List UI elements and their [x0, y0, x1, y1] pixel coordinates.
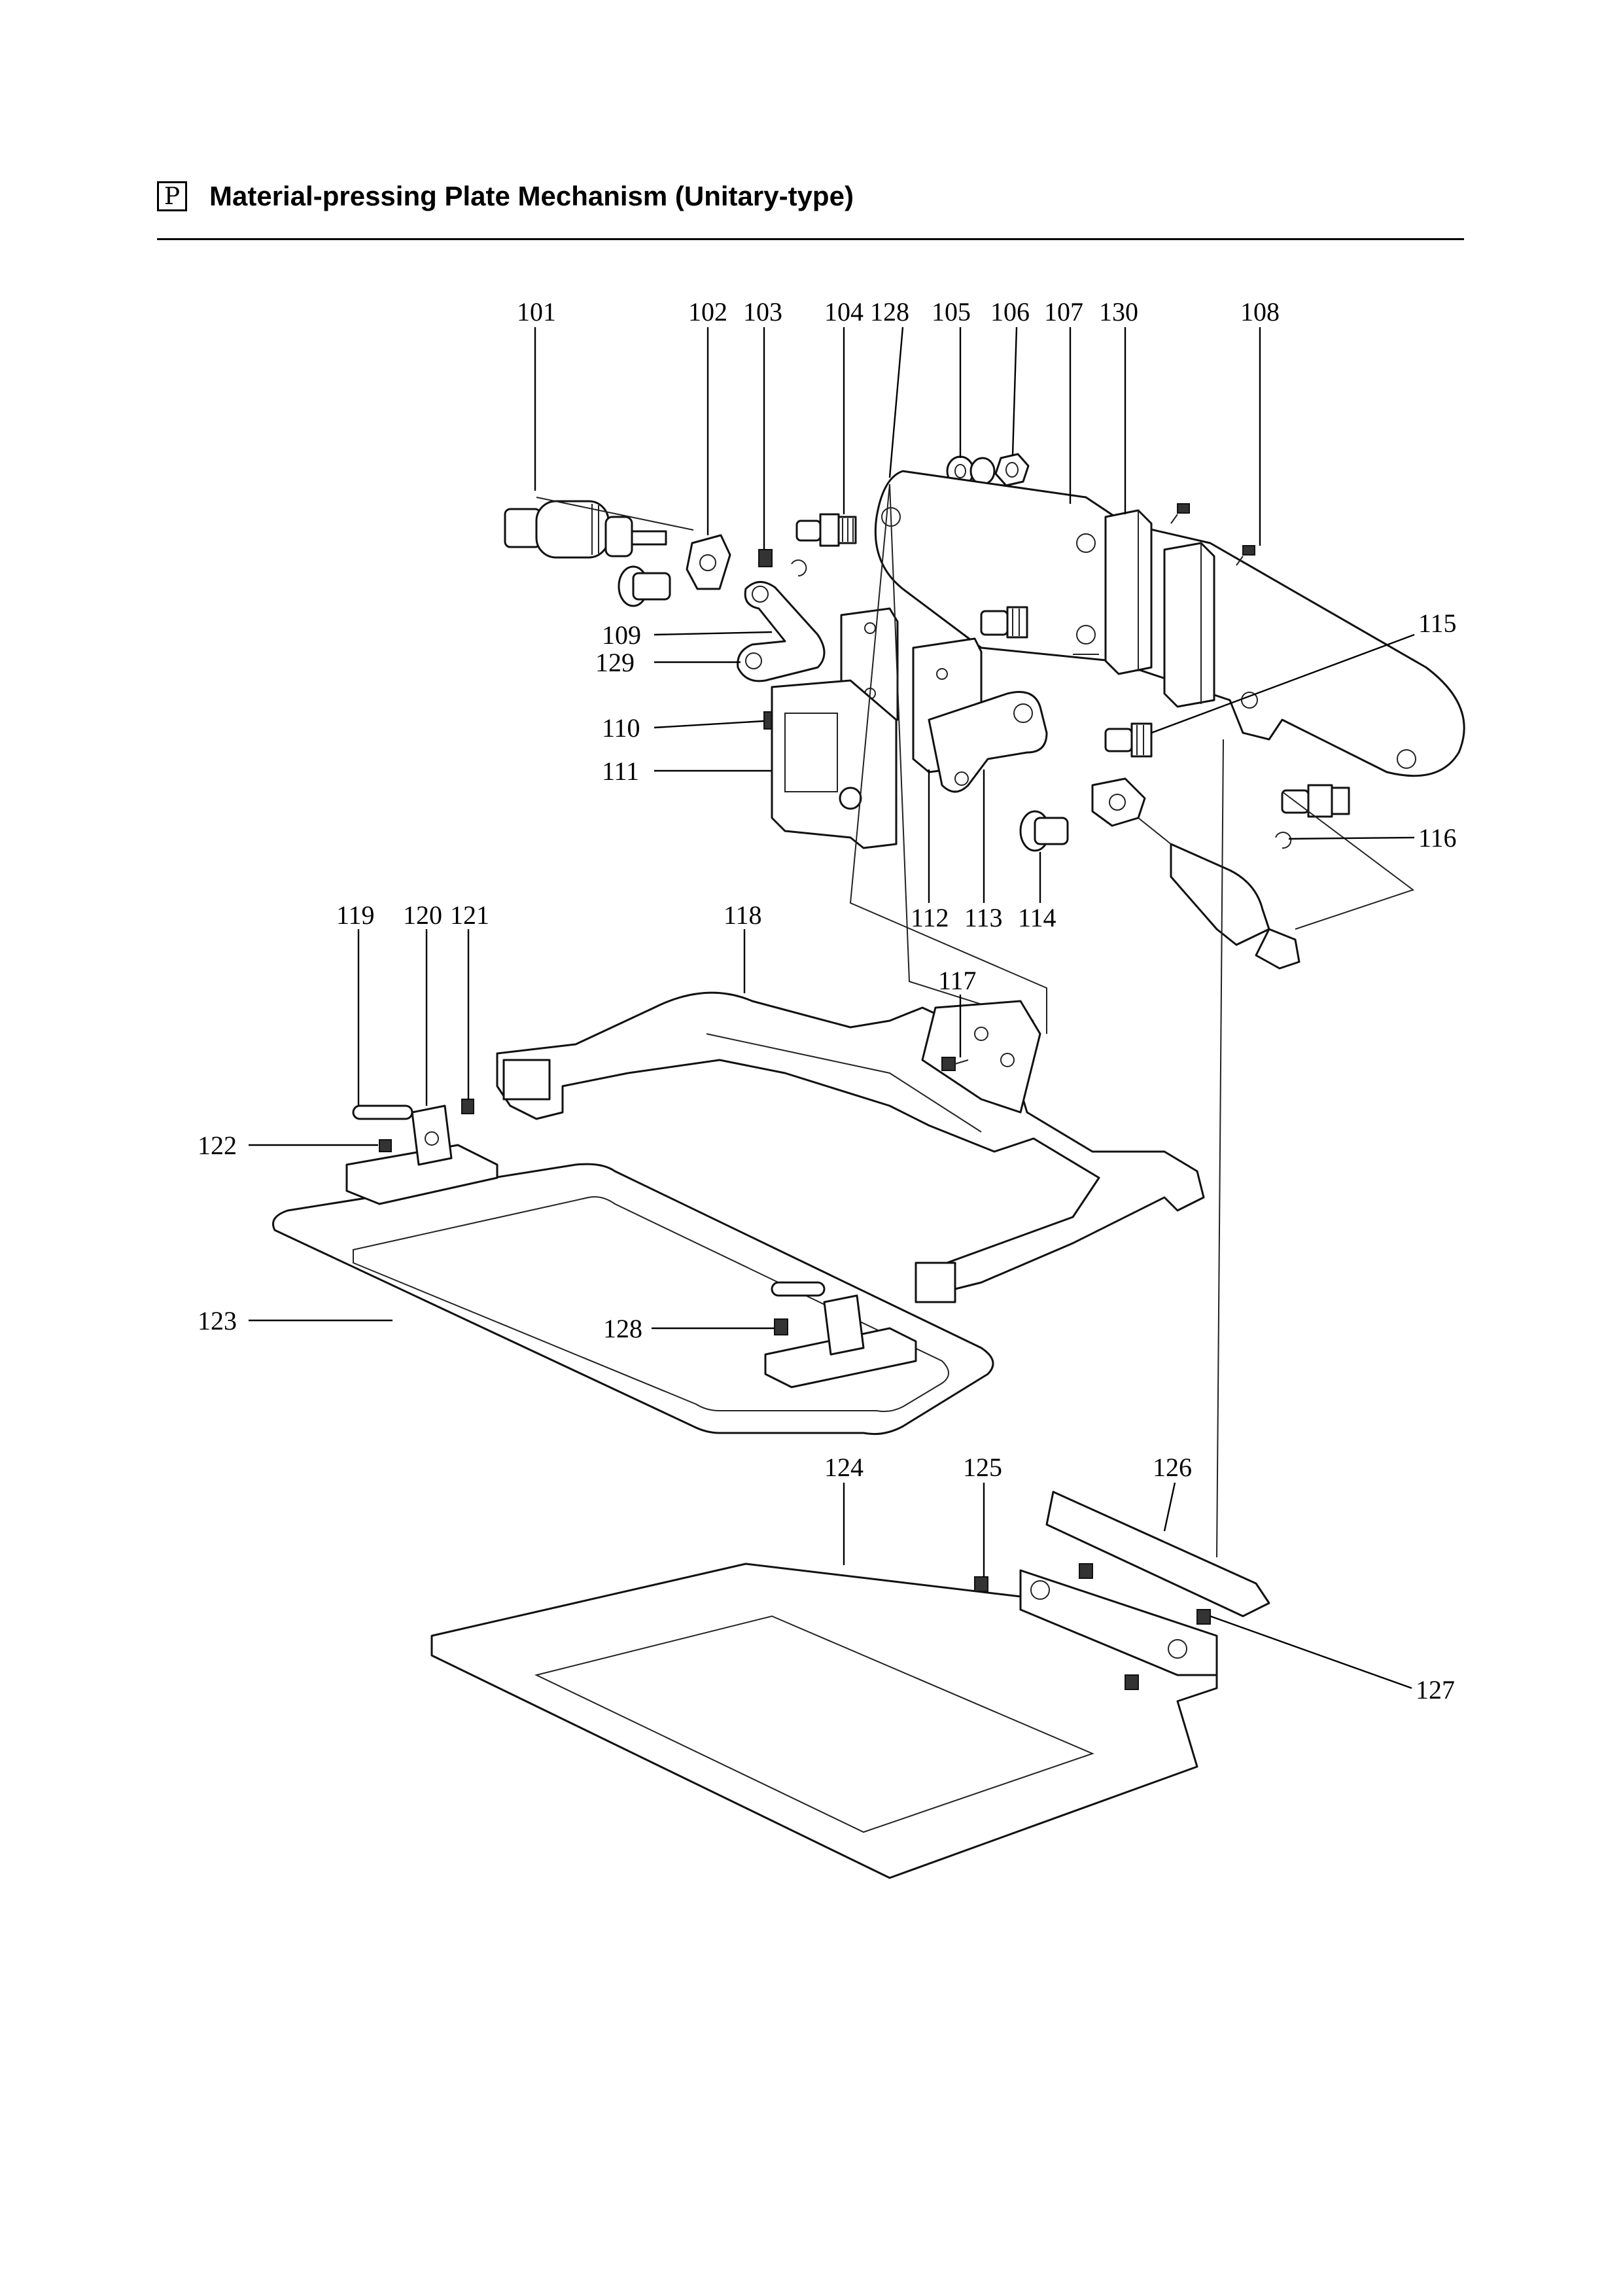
screw-127	[1079, 1563, 1211, 1690]
callout-128-top: 128	[870, 297, 909, 327]
callout-112: 112	[911, 903, 949, 932]
section-header: P Material-pressing Plate Mechanism (Uni…	[157, 177, 854, 216]
callout-129: 129	[595, 648, 635, 677]
callout-labels: 101 102 103 104 128 105 106 107 130 108 …	[198, 297, 1457, 1704]
callout-102: 102	[688, 297, 727, 327]
callout-103: 103	[743, 297, 782, 327]
bracket-plate	[1019, 1569, 1218, 1676]
air-cylinder-left	[504, 500, 667, 559]
set-screw-103	[758, 549, 807, 577]
shoulder-bolt-115	[1104, 722, 1153, 758]
callout-130: 130	[1099, 297, 1138, 327]
air-cylinder-right	[1091, 777, 1300, 970]
header-rule	[157, 238, 1464, 240]
press-frame-118	[496, 991, 1205, 1303]
callout-108: 108	[1240, 297, 1280, 327]
slider-block-130	[1104, 509, 1215, 708]
washer-105	[946, 455, 996, 487]
pin-119	[352, 1104, 413, 1120]
screw-117	[941, 1057, 969, 1071]
callout-122: 122	[198, 1131, 237, 1160]
leader-lines	[249, 327, 1415, 1689]
shoulder-bolt-104	[795, 513, 857, 547]
callout-119: 119	[336, 900, 375, 930]
callout-116: 116	[1418, 823, 1457, 853]
callout-104: 104	[824, 297, 864, 327]
callout-107: 107	[1044, 297, 1083, 327]
screw-121	[461, 1099, 474, 1114]
screw-108	[1170, 503, 1255, 566]
nut-122	[379, 1139, 392, 1152]
link-113	[928, 691, 1048, 793]
callout-118: 118	[724, 900, 762, 930]
hinge-block-lower	[764, 1281, 917, 1388]
callout-111: 111	[602, 756, 639, 786]
screw-128	[774, 1318, 788, 1335]
callout-109: 109	[602, 620, 641, 650]
hinge-block-120	[345, 1104, 498, 1205]
callout-125: 125	[963, 1453, 1002, 1482]
callout-123: 123	[198, 1306, 237, 1335]
callout-126: 126	[1153, 1453, 1192, 1482]
callout-120: 120	[403, 900, 442, 930]
page-title: Material-pressing Plate Mechanism (Unita…	[209, 181, 854, 211]
link-129	[737, 581, 826, 682]
piston-cap-left	[618, 565, 671, 607]
callout-106: 106	[990, 297, 1030, 327]
callout-115: 115	[1418, 609, 1457, 638]
joint-102	[686, 534, 731, 590]
shoulder-bolt-mid	[980, 606, 1028, 639]
piston-cap-right	[1019, 810, 1069, 852]
callout-113: 113	[964, 903, 1003, 932]
bracket-111	[771, 679, 898, 849]
nut-106	[994, 453, 1030, 487]
callout-110: 110	[602, 713, 640, 743]
screw-125	[974, 1576, 988, 1592]
callout-105: 105	[932, 297, 971, 327]
callout-114: 114	[1018, 903, 1056, 932]
callout-127: 127	[1416, 1675, 1455, 1704]
callout-124: 124	[824, 1453, 864, 1482]
section-letter-box: P	[157, 181, 187, 211]
callout-128-mid: 128	[603, 1314, 642, 1343]
callout-121: 121	[450, 900, 489, 930]
callout-101: 101	[517, 297, 556, 327]
base-plate-124	[430, 1563, 1218, 1879]
callout-117: 117	[938, 966, 977, 995]
rail-126	[1045, 1491, 1270, 1617]
pressing-plate-123	[272, 1163, 994, 1436]
